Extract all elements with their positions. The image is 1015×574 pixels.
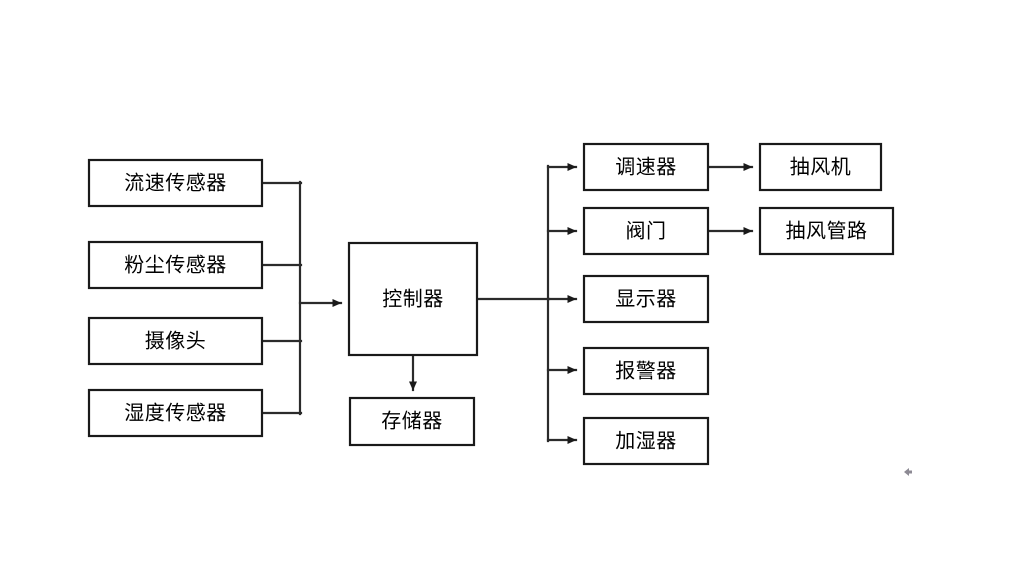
node-flow-sensor[interactable]: 流速传感器 [87, 158, 264, 208]
actuator-connector-group [706, 163, 754, 235]
humidity-sensor-box[interactable] [87, 388, 264, 438]
exhaust-fan-label: 抽风机 [790, 155, 852, 179]
input-bus-group [260, 180, 343, 416]
dust-sensor-label: 粉尘传感器 [124, 253, 227, 277]
controller-label: 控制器 [382, 287, 444, 311]
node-storage[interactable]: 存储器 [348, 396, 476, 447]
node-humidity-sensor[interactable]: 湿度传感器 [87, 388, 264, 438]
node-valve[interactable]: 阀门 [582, 206, 710, 256]
controller-box[interactable] [347, 241, 479, 357]
humidifier-label: 加湿器 [615, 429, 677, 453]
speed-regulator-label: 调速器 [615, 155, 677, 179]
storage-label: 存储器 [381, 409, 443, 433]
node-speed-regulator[interactable]: 调速器 [582, 142, 710, 192]
node-display[interactable]: 显示器 [582, 274, 710, 324]
storage-box[interactable] [348, 396, 476, 447]
exhaust-duct-box[interactable] [758, 206, 895, 256]
node-dust-sensor[interactable]: 粉尘传感器 [87, 240, 264, 290]
flow-sensor-label: 流速传感器 [124, 171, 227, 195]
speed-regulator-box[interactable] [582, 142, 710, 192]
humidity-sensor-label: 湿度传感器 [124, 401, 227, 425]
output-bus-group [475, 163, 578, 444]
exhaust-duct-label: 抽风管路 [786, 219, 868, 243]
node-alarm[interactable]: 报警器 [582, 346, 710, 396]
node-exhaust-fan[interactable]: 抽风机 [758, 142, 883, 192]
dust-sensor-box[interactable] [87, 240, 264, 290]
alarm-label: 报警器 [615, 359, 677, 383]
display-box[interactable] [582, 274, 710, 324]
camera-box[interactable] [87, 316, 264, 366]
camera-label: 摄像头 [145, 329, 207, 353]
alarm-box[interactable] [582, 346, 710, 396]
node-controller[interactable]: 控制器 [347, 241, 479, 357]
node-humidifier[interactable]: 加湿器 [582, 416, 710, 466]
valve-box[interactable] [582, 206, 710, 256]
cursor-mark-icon [904, 468, 912, 476]
node-exhaust-duct[interactable]: 抽风管路 [758, 206, 895, 256]
flow-sensor-box[interactable] [87, 158, 264, 208]
valve-label: 阀门 [626, 219, 667, 243]
display-label: 显示器 [615, 287, 677, 311]
node-camera[interactable]: 摄像头 [87, 316, 264, 366]
exhaust-fan-box[interactable] [758, 142, 883, 192]
humidifier-box[interactable] [582, 416, 710, 466]
